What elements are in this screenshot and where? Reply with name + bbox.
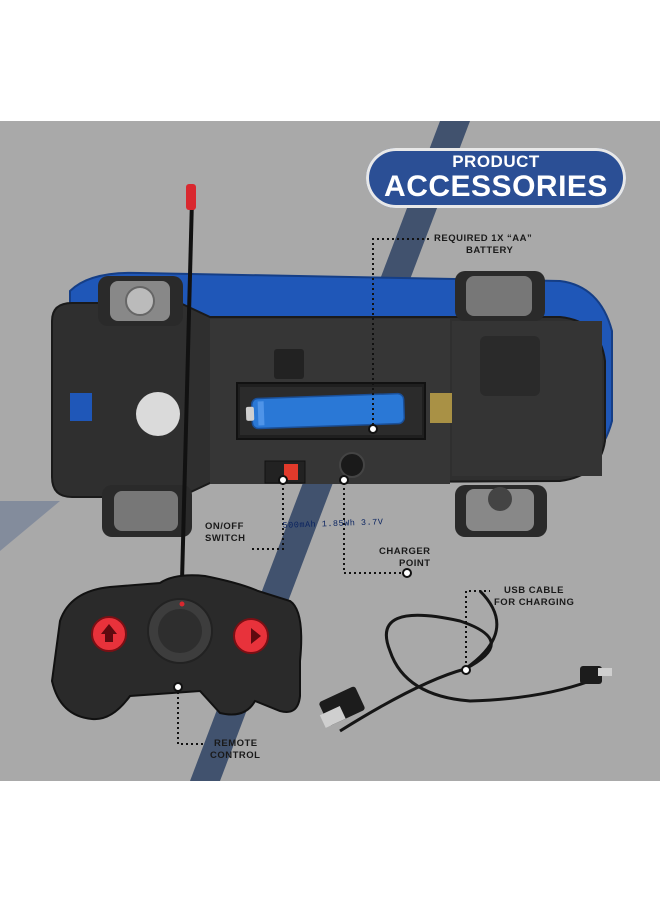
- label-remote-control: REMOTE CONTROL: [210, 738, 260, 762]
- label-switch-line-1: ON/OFF: [205, 521, 244, 532]
- battery-clip: [274, 349, 304, 379]
- antenna-tip: [186, 184, 196, 210]
- label-on-off-switch: ON/OFF SWITCH: [205, 521, 245, 545]
- pointer-charger: [343, 478, 405, 574]
- usb-cable: [339, 589, 591, 733]
- chassis-screw-plate: [136, 392, 180, 436]
- charger-port: [339, 452, 365, 478]
- pointer-remote: [177, 687, 205, 745]
- aa-battery: [245, 392, 406, 430]
- corner-stripe: [0, 501, 60, 551]
- product-image: 500mAh 1.85Wh 3.7V PRODUCT ACCESSORIES R…: [0, 121, 660, 781]
- product-accessories-banner: PRODUCT ACCESSORIES: [366, 148, 626, 208]
- on-off-switch: [284, 464, 298, 480]
- dc-plug: [580, 666, 602, 684]
- pointer-switch: [250, 478, 284, 550]
- pointer-battery: [372, 238, 430, 425]
- label-usb-cable: USB CABLE FOR CHARGING: [494, 585, 574, 609]
- label-switch-line-2: SWITCH: [205, 533, 246, 544]
- wheel-rear-left: [102, 485, 192, 537]
- wheel-rear-right: [455, 485, 547, 537]
- label-charger-line-1: CHARGER: [379, 546, 431, 557]
- label-usb-line-1: USB CABLE: [504, 585, 564, 596]
- remote-led: [179, 601, 185, 607]
- antenna: [180, 198, 194, 582]
- wheel-front-left: [98, 276, 183, 326]
- product-illustration: [0, 121, 613, 781]
- label-usb-line-2: FOR CHARGING: [494, 597, 575, 608]
- pointer-lines: [177, 238, 490, 745]
- label-charger-point: CHARGER POINT: [379, 546, 431, 570]
- label-battery-line-1: REQUIRED 1X “AA”: [434, 233, 533, 244]
- rc-car: [51, 271, 613, 537]
- chassis-detail-gold: [430, 393, 452, 423]
- chassis-detail: [70, 393, 92, 421]
- label-charger-line-2: POINT: [399, 558, 431, 569]
- remote-control: [50, 574, 303, 721]
- banner-line-2: ACCESSORIES: [384, 170, 608, 203]
- pointer-dots: [173, 424, 471, 692]
- pointer-usb: [465, 590, 490, 668]
- label-remote-line-1: REMOTE: [214, 738, 258, 749]
- chassis-block: [480, 336, 540, 396]
- label-battery: REQUIRED 1X “AA” BATTERY: [434, 233, 532, 257]
- banner-line-1: PRODUCT: [452, 152, 540, 171]
- label-battery-line-2: BATTERY: [466, 245, 514, 256]
- label-remote-line-2: CONTROL: [210, 750, 261, 761]
- wheel-front-right: [455, 271, 545, 321]
